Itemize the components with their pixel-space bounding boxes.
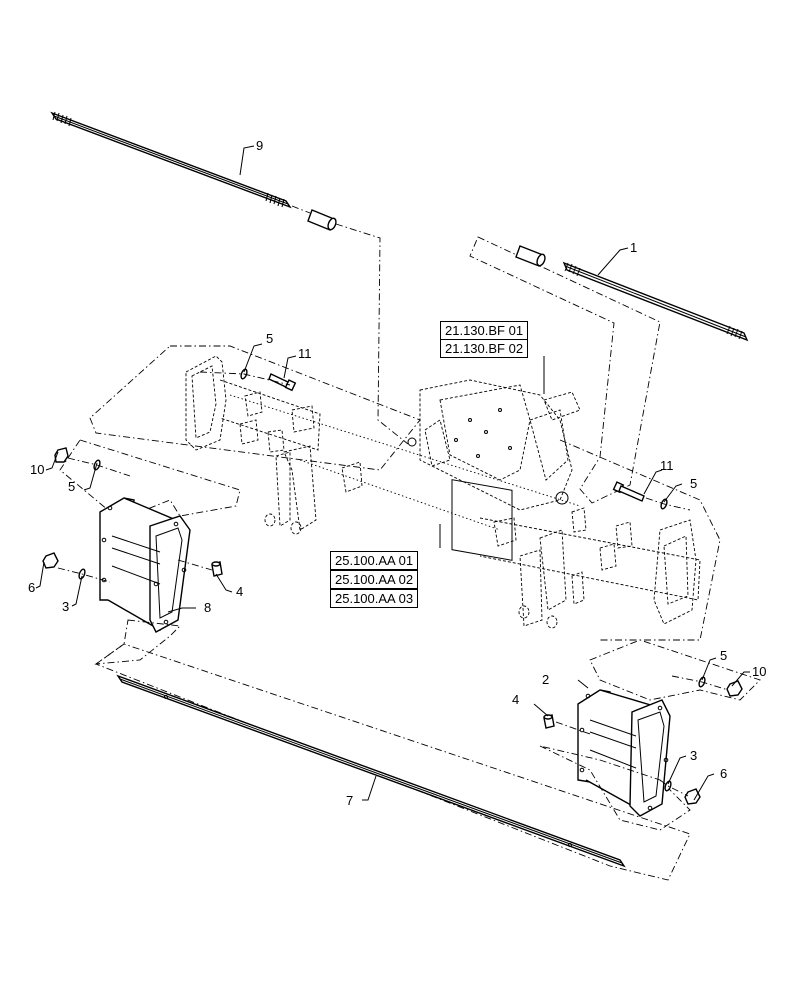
nut-6-right [684,788,701,805]
bushing-4-right [543,714,555,729]
coupler-sleeve-left [307,209,337,231]
callout-9: 9 [256,138,263,153]
reference-25-100-aa-02[interactable]: 25.100.AA 02 [330,570,419,589]
callout-5-right: 5 [690,476,697,491]
callout-3-right: 3 [690,748,697,763]
reference-25-100-aa-01[interactable]: 25.100.AA 01 [330,551,419,570]
bolt-11-upper [268,373,297,392]
nut-6-left [42,552,59,569]
callout-2: 2 [542,672,549,687]
bushing-4-left [211,561,223,577]
callout-3-left: 3 [62,599,69,614]
callout-10-left: 10 [30,462,44,477]
coupler-sleeve-right [515,245,546,267]
callout-4-left: 4 [236,584,243,599]
callout-7: 7 [346,793,353,808]
hub-housing-part-8 [99,497,191,633]
reference-25-100-aa-03[interactable]: 25.100.AA 03 [330,589,419,608]
callout-5-lower-right: 5 [720,648,727,663]
hub-housing-part-2 [577,689,671,817]
right-axle-housing [479,507,701,629]
center-gearbox [407,379,581,561]
callout-5-left: 5 [68,479,75,494]
callout-5-upper: 5 [266,331,273,346]
left-axle-housing [185,355,363,535]
shaft-part-9 [50,111,292,209]
callout-11-upper: 11 [298,346,312,361]
nut-10-left [54,447,69,463]
callout-11-right: 11 [660,458,674,473]
callout-6-left: 6 [28,580,35,595]
shaft-part-7 [116,674,626,868]
callout-1: 1 [630,240,637,255]
callout-8: 8 [204,600,211,615]
bolt-11-lower [612,481,645,502]
shaft-part-1 [562,261,749,342]
reference-21-130-bf-01[interactable]: 21.130.BF 01 [440,321,529,340]
reference-21-130-bf-02[interactable]: 21.130.BF 02 [440,339,529,358]
callout-4-right: 4 [512,692,519,707]
leader-lines [35,145,750,801]
callout-6-right: 6 [720,766,727,781]
callout-10-right: 10 [752,664,766,679]
nut-10-right [726,680,743,697]
